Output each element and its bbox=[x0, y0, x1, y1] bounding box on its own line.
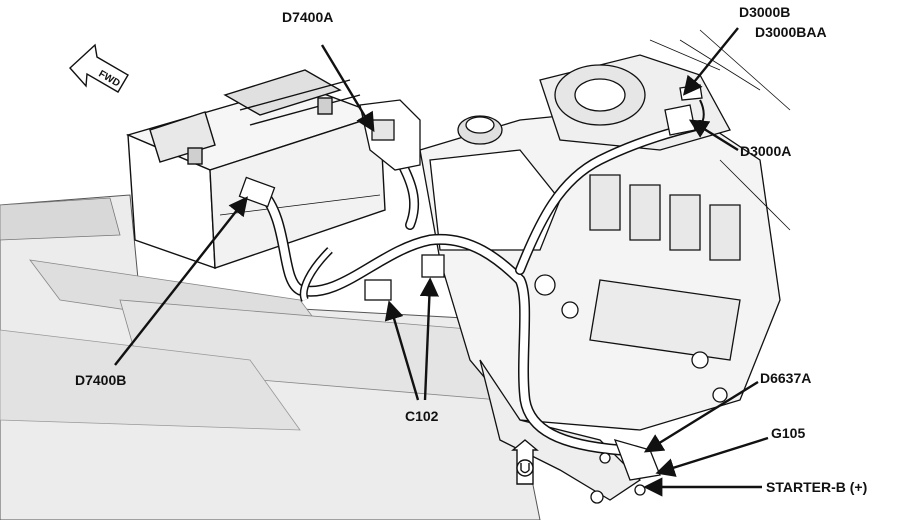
leader-c102-a bbox=[384, 300, 420, 401]
leader-d7400a bbox=[320, 44, 375, 133]
callout-d7400a: D7400A bbox=[282, 9, 334, 25]
callout-starter-b: STARTER-B (+) bbox=[766, 479, 868, 495]
callout-d3000b: D3000B bbox=[739, 4, 791, 20]
callout-leaders bbox=[114, 27, 769, 497]
callout-d3000baa: D3000BAA bbox=[755, 24, 827, 40]
leader-c102-b bbox=[419, 277, 439, 401]
leader-d3000b bbox=[682, 27, 739, 96]
callout-d7400b: D7400B bbox=[75, 372, 127, 388]
leader-d3000a bbox=[688, 119, 739, 152]
fwd-arrow-icon: FWD bbox=[69, 43, 129, 93]
callout-d3000a: D3000A bbox=[740, 143, 792, 159]
engine-illustration bbox=[419, 29, 791, 501]
callout-d6637a: D6637A bbox=[760, 370, 812, 386]
callout-c102: C102 bbox=[405, 408, 439, 424]
leader-d7400b bbox=[114, 196, 248, 366]
leader-d6637a bbox=[643, 380, 759, 453]
wiring-harness bbox=[254, 99, 705, 456]
callout-g105: G105 bbox=[771, 425, 806, 441]
battery-illustration bbox=[125, 69, 386, 270]
background-body-panels bbox=[0, 194, 541, 520]
leader-g105 bbox=[655, 436, 769, 477]
ground-symbol-icon bbox=[511, 439, 539, 485]
